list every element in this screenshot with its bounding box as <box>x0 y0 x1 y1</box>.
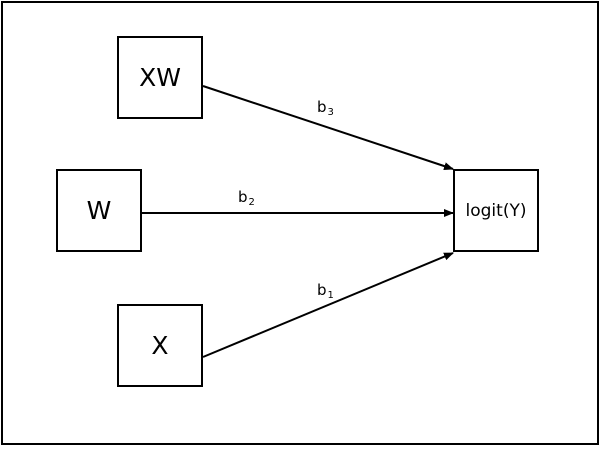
arrow-x-to-logit <box>202 252 454 358</box>
diagram-border <box>1 1 599 445</box>
node-xw: XW <box>117 36 203 119</box>
coefficient-b3-base: b <box>317 98 327 116</box>
coefficient-b2-subscript: 2 <box>248 197 255 208</box>
coefficient-b2-label: b2 <box>238 190 255 208</box>
arrow-xw-to-logit <box>202 85 454 170</box>
coefficient-b2-base: b <box>238 188 248 206</box>
node-x-label: X <box>151 331 169 360</box>
node-logit-y: logit(Y) <box>453 169 539 252</box>
coefficient-b1-base: b <box>317 281 327 299</box>
coefficient-b3-subscript: 3 <box>327 107 334 118</box>
coefficient-b3-label: b3 <box>317 100 334 118</box>
node-x: X <box>117 304 203 387</box>
node-xw-label: XW <box>139 63 181 92</box>
node-w-label: W <box>86 196 112 225</box>
coefficient-b1-label: b1 <box>317 283 334 301</box>
node-logit-y-label: logit(Y) <box>465 200 527 221</box>
coefficient-b1-subscript: 1 <box>327 290 334 301</box>
node-w: W <box>56 169 142 252</box>
